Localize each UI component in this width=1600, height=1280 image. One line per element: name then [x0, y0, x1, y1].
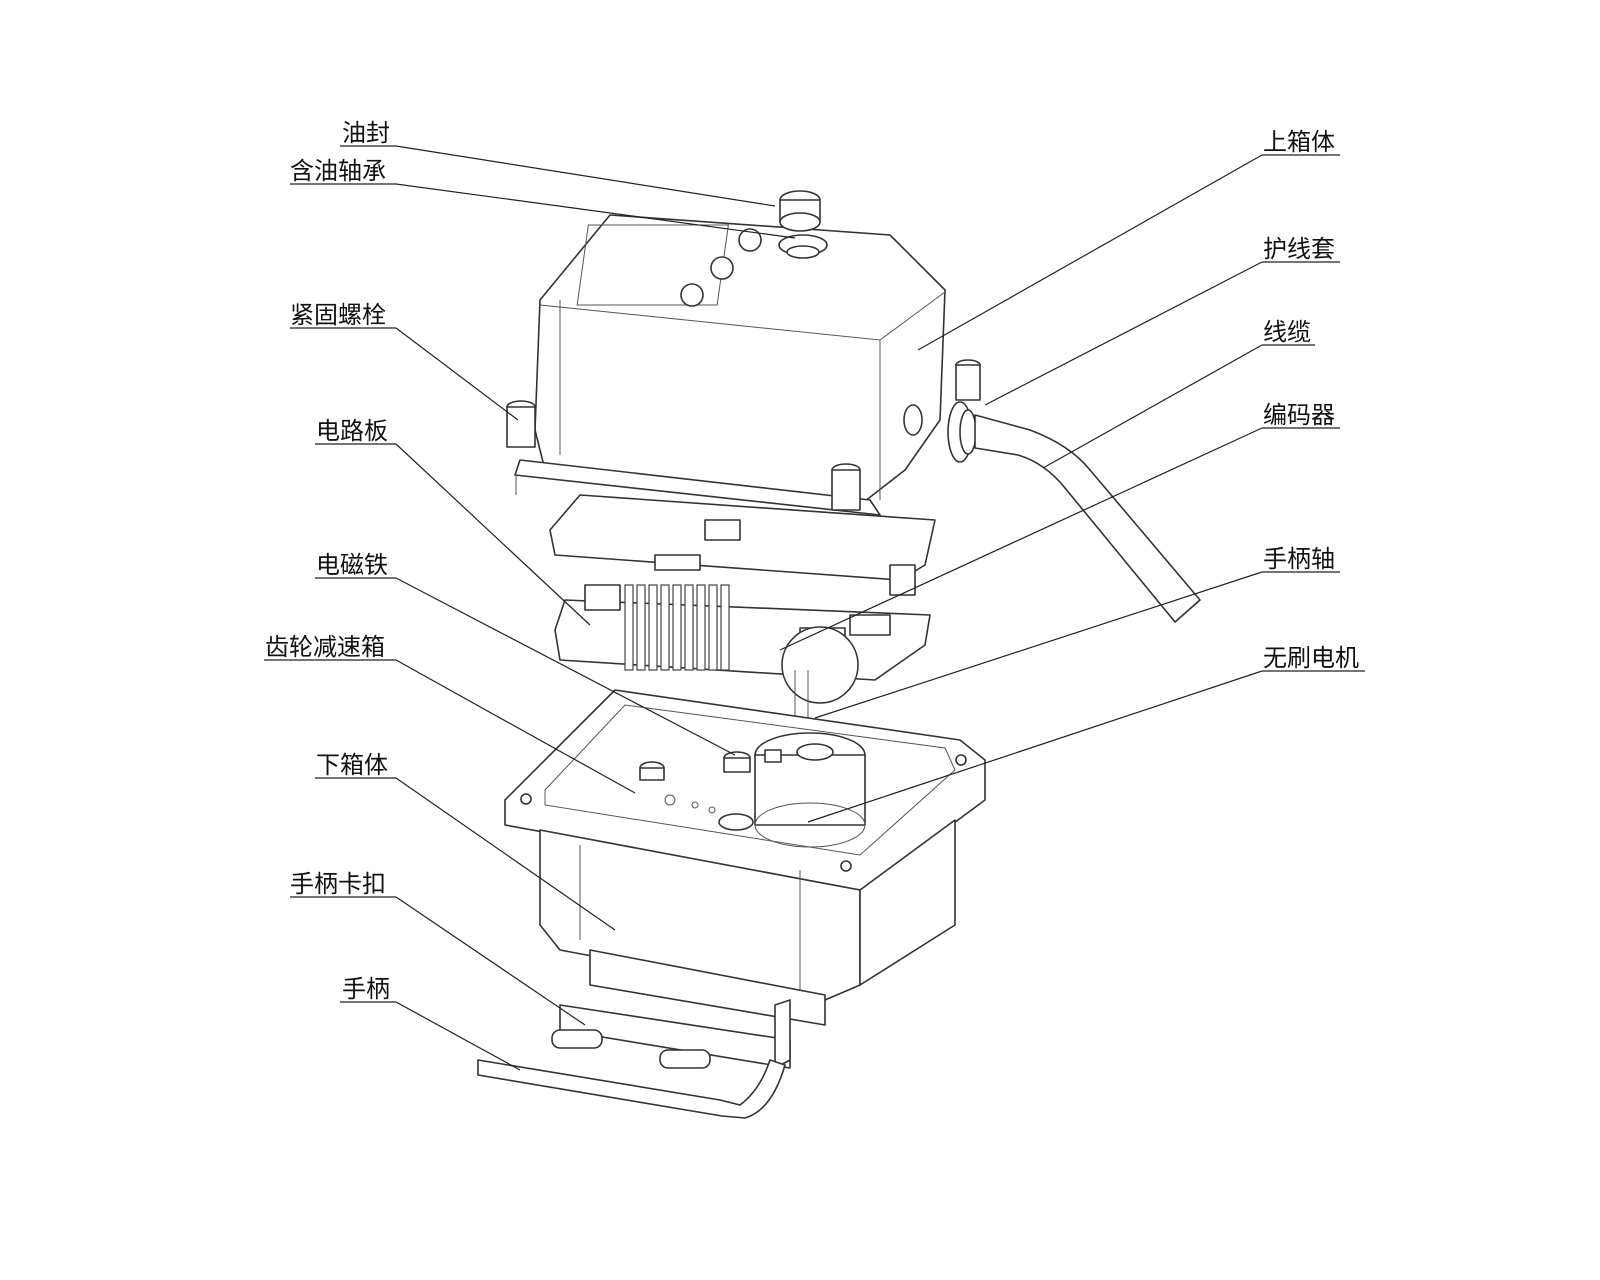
electromagnet-fins [624, 584, 730, 671]
cable-part [947, 401, 1201, 623]
bolt-parts [506, 359, 981, 550]
handle-clip-part [551, 999, 791, 1069]
label-circuit-board: 电路板 [316, 417, 388, 445]
label-cable-sleeve: 护线套 [1263, 235, 1335, 263]
label-encoder: 编码器 [1263, 401, 1335, 429]
label-handle-shaft: 手柄轴 [1263, 545, 1335, 573]
upper-box-part [514, 214, 946, 516]
label-electromagnet: 电磁铁 [316, 551, 388, 579]
oil-seal-part [778, 190, 828, 259]
handle-part [477, 1059, 786, 1119]
label-oil-seal: 油封 [342, 119, 390, 147]
label-cable: 线缆 [1263, 318, 1311, 346]
circuit-board-part [549, 494, 936, 704]
label-upper-box: 上箱体 [1263, 128, 1335, 156]
motor-part [754, 732, 866, 848]
leader-lines [264, 145, 1365, 1071]
lower-box-part [504, 689, 986, 1026]
gearbox-part [639, 751, 754, 831]
label-motor: 无刷电机 [1263, 644, 1359, 672]
label-gearbox: 齿轮减速箱 [265, 633, 385, 661]
label-bolt: 紧固螺栓 [290, 301, 386, 329]
label-handle-clip: 手柄卡扣 [290, 870, 386, 898]
label-lower-box: 下箱体 [316, 751, 388, 779]
label-oil-bearing: 含油轴承 [290, 157, 386, 185]
label-handle: 手柄 [342, 975, 390, 1003]
